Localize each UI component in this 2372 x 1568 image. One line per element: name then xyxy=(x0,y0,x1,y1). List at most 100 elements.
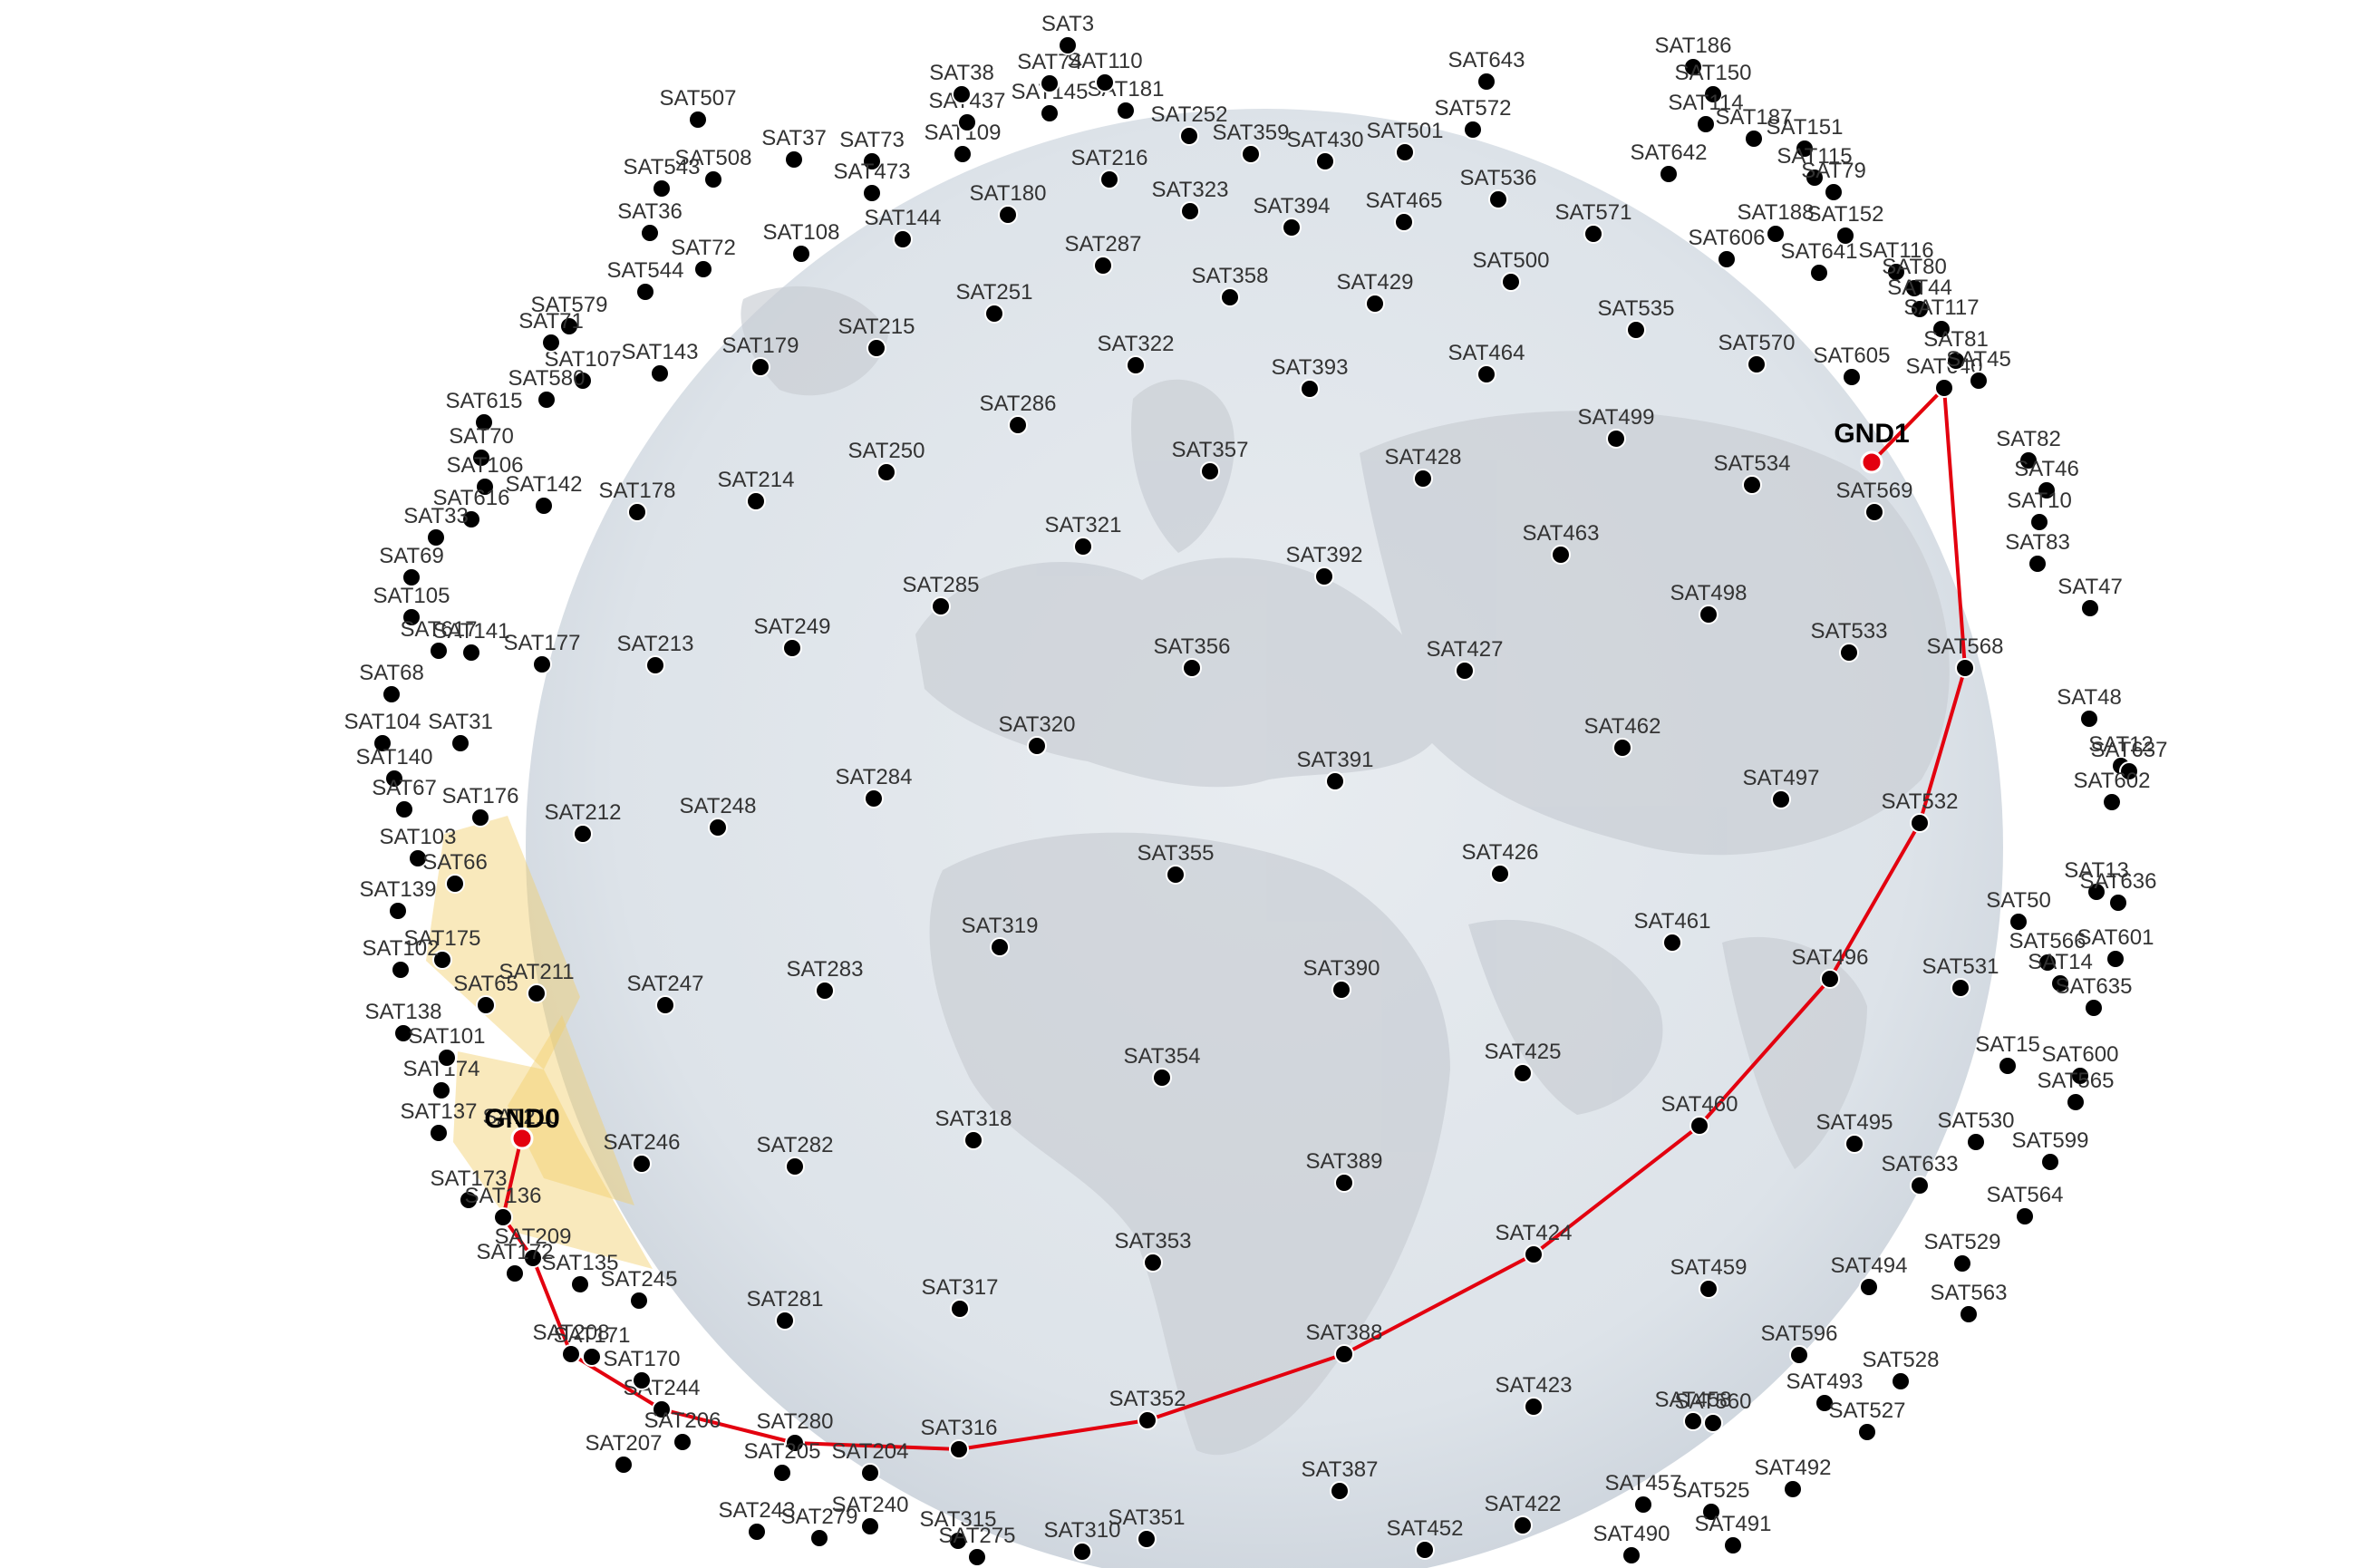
satellite-dot[interactable] xyxy=(2015,1206,2035,1226)
satellite-sat80[interactable]: SAT80 xyxy=(1882,255,1947,298)
satellite-sat543[interactable]: SAT543 xyxy=(624,155,701,198)
satellite-sat605[interactable]: SAT605 xyxy=(1814,344,1891,387)
satellite-sat213[interactable]: SAT213 xyxy=(617,632,694,675)
satellite-sat252[interactable]: SAT252 xyxy=(1151,102,1228,146)
satellite-sat116[interactable]: SAT116 xyxy=(1858,238,1934,282)
satellite-dot[interactable] xyxy=(429,1123,449,1143)
satellite-dot[interactable] xyxy=(1701,1502,1721,1522)
satellite-dot[interactable] xyxy=(862,151,882,171)
satellite-sat136[interactable]: SAT136 xyxy=(465,1184,542,1227)
satellite-dot[interactable] xyxy=(1959,1304,1979,1324)
satellite-sat206[interactable]: SAT206 xyxy=(644,1408,721,1452)
satellite-dot[interactable] xyxy=(1314,566,1334,586)
satellite-sat283[interactable]: SAT283 xyxy=(787,957,864,1001)
satellite-dot[interactable] xyxy=(445,874,465,894)
satellite-sat640[interactable]: SAT640 xyxy=(1906,354,1983,398)
satellite-sat641[interactable]: SAT641 xyxy=(1781,239,1858,283)
satellite-dot[interactable] xyxy=(1952,1253,1972,1273)
satellite-sat12[interactable]: SAT12 xyxy=(2088,732,2154,776)
satellite-dot[interactable] xyxy=(1910,1176,1930,1195)
satellite-sat216[interactable]: SAT216 xyxy=(1071,146,1148,189)
satellite-sat473[interactable]: SAT473 xyxy=(834,160,911,203)
ground-station-marker[interactable] xyxy=(510,1127,534,1150)
satellite-sat460[interactable]: SAT460 xyxy=(1661,1092,1738,1136)
satellite-sat68[interactable]: SAT68 xyxy=(359,661,424,704)
satellite-dot[interactable] xyxy=(1300,379,1320,399)
satellite-sat457[interactable]: SAT457 xyxy=(1605,1471,1682,1515)
satellite-sat208[interactable]: SAT208 xyxy=(533,1321,610,1364)
satellite-sat251[interactable]: SAT251 xyxy=(956,280,1033,324)
satellite-dot[interactable] xyxy=(1138,1410,1157,1430)
satellite-sat459[interactable]: SAT459 xyxy=(1670,1255,1748,1299)
satellite-dot[interactable] xyxy=(475,477,495,497)
satellite-sat637[interactable]: SAT637 xyxy=(2091,738,2168,781)
satellite-sat83[interactable]: SAT83 xyxy=(2005,530,2070,574)
satellite-dot[interactable] xyxy=(459,1190,479,1210)
satellite-sat45[interactable]: SAT45 xyxy=(1946,347,2011,391)
satellite-sat150[interactable]: SAT150 xyxy=(1675,61,1752,104)
satellite-dot[interactable] xyxy=(1910,813,1930,833)
satellite-dot[interactable] xyxy=(1789,1345,1809,1365)
satellite-dot[interactable] xyxy=(1330,1481,1350,1501)
satellite-dot[interactable] xyxy=(1040,103,1060,123)
satellite-sat108[interactable]: SAT108 xyxy=(763,220,840,264)
satellite-sat635[interactable]: SAT635 xyxy=(2056,974,2133,1018)
satellite-sat560[interactable]: SAT560 xyxy=(1675,1389,1752,1433)
satellite-dot[interactable] xyxy=(1659,164,1679,184)
satellite-sat323[interactable]: SAT323 xyxy=(1152,178,1229,221)
satellite-dot[interactable] xyxy=(2037,480,2057,500)
satellite-dot[interactable] xyxy=(614,1455,634,1475)
satellite-dot[interactable] xyxy=(384,769,404,789)
satellite-dot[interactable] xyxy=(2050,973,2070,993)
satellite-sat643[interactable]: SAT643 xyxy=(1448,48,1525,92)
satellite-sat171[interactable]: SAT171 xyxy=(554,1323,631,1367)
satellite-sat46[interactable]: SAT46 xyxy=(2014,457,2079,500)
satellite-sat172[interactable]: SAT172 xyxy=(477,1240,554,1283)
satellite-sat138[interactable]: SAT138 xyxy=(365,1000,442,1043)
satellite-sat495[interactable]: SAT495 xyxy=(1816,1110,1893,1154)
satellite-sat79[interactable]: SAT79 xyxy=(1801,159,1866,202)
satellite-sat279[interactable]: SAT279 xyxy=(781,1505,858,1548)
satellite-sat82[interactable]: SAT82 xyxy=(1996,427,2061,470)
satellite-dot[interactable] xyxy=(1891,1371,1911,1391)
satellite-dot[interactable] xyxy=(559,316,579,336)
satellite-dot[interactable] xyxy=(1331,980,1351,1000)
satellite-dot[interactable] xyxy=(1864,502,1884,522)
satellite-sat33[interactable]: SAT33 xyxy=(403,504,469,547)
satellite-sat50[interactable]: SAT50 xyxy=(1986,888,2051,932)
satellite-dot[interactable] xyxy=(1633,1495,1653,1515)
satellite-dot[interactable] xyxy=(1137,1529,1157,1549)
satellite-dot[interactable] xyxy=(1476,364,1496,384)
satellite-dot[interactable] xyxy=(1699,1279,1718,1299)
satellite-sat357[interactable]: SAT357 xyxy=(1172,438,1249,481)
satellite-sat142[interactable]: SAT142 xyxy=(506,472,583,516)
satellite-dot[interactable] xyxy=(950,1299,970,1319)
satellite-sat70[interactable]: SAT70 xyxy=(449,424,514,468)
satellite-sat392[interactable]: SAT392 xyxy=(1286,543,1363,586)
satellite-dot[interactable] xyxy=(1820,969,1840,989)
satellite-dot[interactable] xyxy=(2019,450,2038,470)
satellite-dot[interactable] xyxy=(561,1344,581,1364)
satellite-dot[interactable] xyxy=(1910,299,1930,319)
satellite-dot[interactable] xyxy=(432,950,452,970)
satellite-sat536[interactable]: SAT536 xyxy=(1460,166,1537,209)
satellite-dot[interactable] xyxy=(2086,882,2106,902)
satellite-sat72[interactable]: SAT72 xyxy=(671,236,736,279)
satellite-dot[interactable] xyxy=(527,983,547,1003)
satellite-sat393[interactable]: SAT393 xyxy=(1272,355,1349,399)
satellite-sat599[interactable]: SAT599 xyxy=(2012,1128,2089,1172)
satellite-sat528[interactable]: SAT528 xyxy=(1863,1348,1940,1391)
satellite-dot[interactable] xyxy=(632,1370,652,1390)
satellite-sat135[interactable]: SAT135 xyxy=(542,1251,619,1294)
satellite-sat284[interactable]: SAT284 xyxy=(836,765,913,808)
satellite-dot[interactable] xyxy=(990,937,1010,957)
satellite-sat354[interactable]: SAT354 xyxy=(1124,1044,1201,1088)
satellite-dot[interactable] xyxy=(541,333,561,353)
satellite-sat320[interactable]: SAT320 xyxy=(999,712,1076,756)
satellite-dot[interactable] xyxy=(2028,554,2048,574)
satellite-sat356[interactable]: SAT356 xyxy=(1154,634,1231,678)
satellite-sat246[interactable]: SAT246 xyxy=(604,1130,681,1174)
satellite-dot[interactable] xyxy=(1182,658,1202,678)
satellite-dot[interactable] xyxy=(429,641,449,661)
satellite-sat37[interactable]: SAT37 xyxy=(761,126,827,169)
